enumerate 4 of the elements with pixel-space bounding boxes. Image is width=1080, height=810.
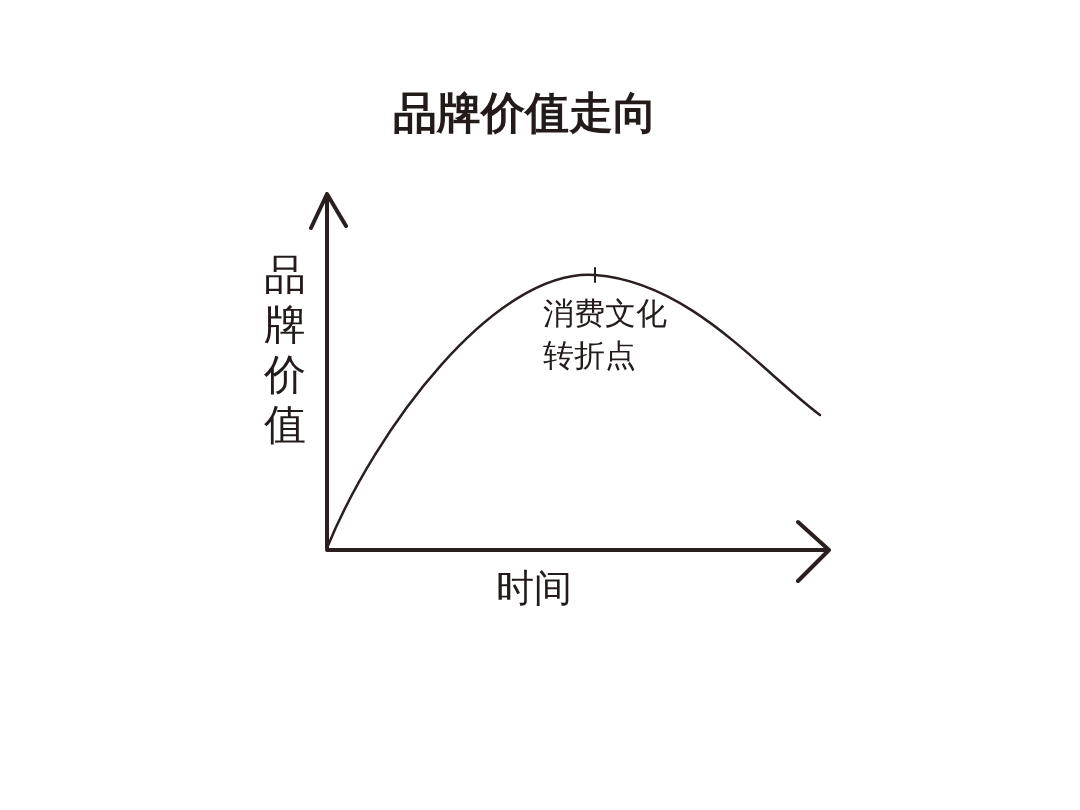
title: 品牌价值走向 <box>392 86 658 140</box>
x-axis-label: 时间 <box>496 566 572 610</box>
y-axis-label: 品牌价值 <box>263 250 307 450</box>
peak-annotation: 消费文化转折点 <box>543 294 668 375</box>
